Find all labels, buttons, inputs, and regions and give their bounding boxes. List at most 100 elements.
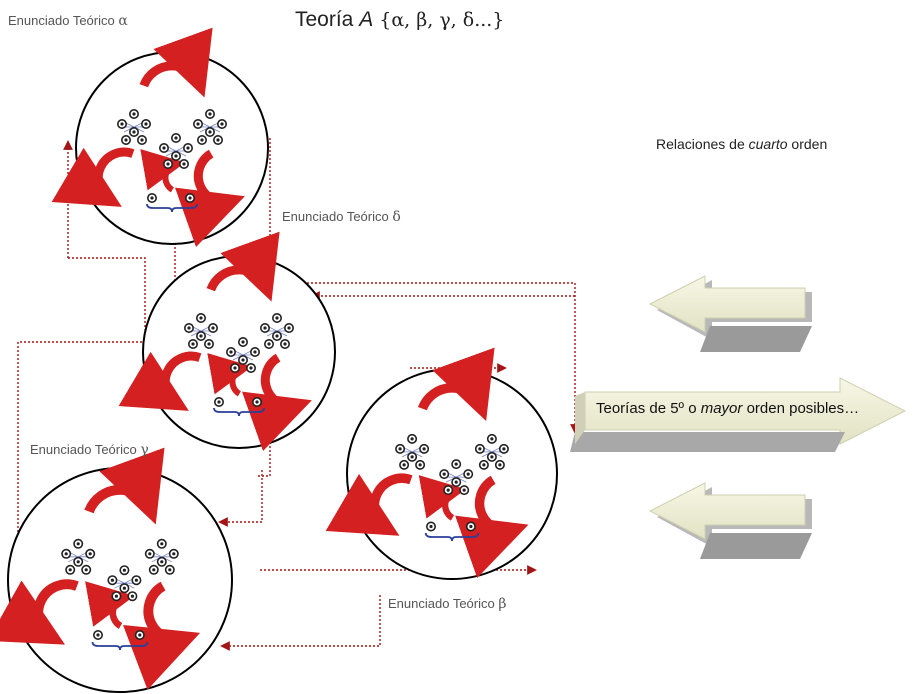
neuron-node-icon (129, 127, 140, 138)
connector-bottom (220, 595, 381, 651)
relations-label: Relaciones de cuarto orden (656, 136, 827, 152)
neuron-node-icon (486, 451, 497, 462)
statement-gamma-text: Enunciado Teórico (30, 442, 141, 457)
neuron-node-icon (283, 322, 294, 333)
neuron-node-icon (252, 396, 263, 407)
neuron-node-icon (474, 443, 485, 454)
relations-after: orden (787, 136, 828, 152)
neuron-node-icon (439, 469, 450, 480)
node-cluster (107, 565, 142, 602)
curved-arrow-icon (455, 475, 529, 578)
neuron-node-icon (85, 548, 96, 559)
bracket (91, 641, 149, 651)
neuron-node-icon (107, 575, 118, 586)
title-symbols: {α, β, γ, δ...} (373, 9, 505, 31)
neuron-node-icon (451, 477, 462, 488)
statement-beta-label: Enunciado Teórico β (388, 596, 506, 612)
neuron-node-icon (478, 459, 489, 470)
circle-beta (346, 368, 558, 580)
neuron-node-icon (164, 564, 175, 575)
circle-gamma-content (0, 447, 201, 690)
neuron-node-icon (395, 443, 406, 454)
neuron-node-icon (271, 330, 282, 341)
title-prefix: Teoría (295, 8, 360, 31)
neuron-node-icon (204, 338, 215, 349)
neuron-node-icon (171, 151, 182, 162)
circle-delta (142, 255, 336, 449)
diagram-title: Teoría A {α, β, γ, δ...} (295, 8, 504, 32)
curved-arrow-icon (118, 351, 202, 411)
3d-arrow-icon-upper-left (648, 275, 812, 352)
neuron-node-icon (196, 312, 207, 323)
title-italic: A (359, 8, 374, 31)
connector-alpha-bottom (68, 257, 146, 362)
bracket (213, 407, 265, 417)
statement-alpha-text: Enunciado Teórico (8, 13, 119, 28)
neuron-node-icon (183, 143, 194, 154)
neuron-node-icon (129, 109, 140, 120)
neuron-node-icon (65, 564, 76, 575)
neuron-node-icon (159, 143, 170, 154)
neuron-node-icon (214, 396, 225, 407)
neuron-node-icon (415, 459, 426, 470)
neuron-node-icon (93, 629, 104, 640)
statement-gamma-label: Enunciado Teórico γ (30, 442, 149, 458)
curved-arrow-icon (51, 147, 135, 207)
curved-arrow-icon (85, 581, 135, 629)
neuron-node-icon (188, 338, 199, 349)
node-cluster (226, 336, 261, 373)
neuron-node-icon (494, 459, 505, 470)
neuron-node-icon (137, 135, 148, 146)
neuron-node-icon (81, 564, 92, 575)
curved-arrow-icon (207, 353, 253, 397)
neuron-node-icon (279, 338, 290, 349)
neuron-node-icon (134, 629, 145, 640)
neuron-node-icon (156, 556, 167, 567)
curved-arrow-icon (174, 149, 245, 247)
neuron-node-icon (208, 322, 219, 333)
curved-arrow-icon (206, 231, 280, 302)
statement-alpha-label: Enunciado Teórico α (8, 13, 128, 29)
neuron-node-icon (73, 556, 84, 567)
bracket (424, 532, 480, 542)
statement-gamma-symbol: γ (140, 442, 149, 458)
node-cluster (61, 538, 96, 575)
neuron-node-icon (193, 119, 204, 130)
neuron-node-icon (230, 362, 241, 373)
higher-order-before: Teorías de 5º o (596, 400, 701, 417)
node-cluster (395, 433, 430, 470)
statement-delta-text: Enunciado Teórico (282, 209, 393, 224)
curved-arrow-icon (0, 579, 79, 645)
circle-alpha-content (51, 27, 245, 247)
3d-arrow-icon-center-right (570, 377, 907, 452)
3d-arrow-icon-lower-left (648, 482, 812, 559)
neuron-node-icon (425, 521, 436, 532)
curved-arrow-icon (139, 27, 213, 98)
higher-order-after: orden posibles… (742, 400, 860, 417)
neuron-node-icon (463, 469, 474, 480)
curved-arrow-icon (140, 149, 186, 193)
curved-arrow-icon (417, 347, 495, 422)
neuron-node-icon (148, 564, 159, 575)
neuron-node-icon (213, 135, 224, 146)
circle-gamma (7, 467, 233, 693)
connector-to-gamma (218, 470, 263, 527)
neuron-node-icon (259, 322, 270, 333)
neuron-node-icon (263, 338, 274, 349)
neuron-node-icon (163, 159, 174, 170)
neuron-node-icon (205, 109, 216, 120)
neuron-node-icon (156, 538, 167, 549)
circle-beta-content (325, 347, 529, 578)
neuron-node-icon (407, 433, 418, 444)
neuron-node-icon (184, 322, 195, 333)
neuron-node-icon (238, 354, 249, 365)
neuron-node-icon (119, 565, 130, 576)
neuron-node-icon (61, 548, 72, 559)
statement-beta-text: Enunciado Teórico (388, 596, 499, 611)
circle-delta-content (118, 231, 312, 451)
relations-italic: cuarto (748, 136, 788, 152)
neuron-node-icon (486, 433, 497, 444)
node-cluster (184, 312, 219, 349)
bracket (146, 203, 198, 213)
